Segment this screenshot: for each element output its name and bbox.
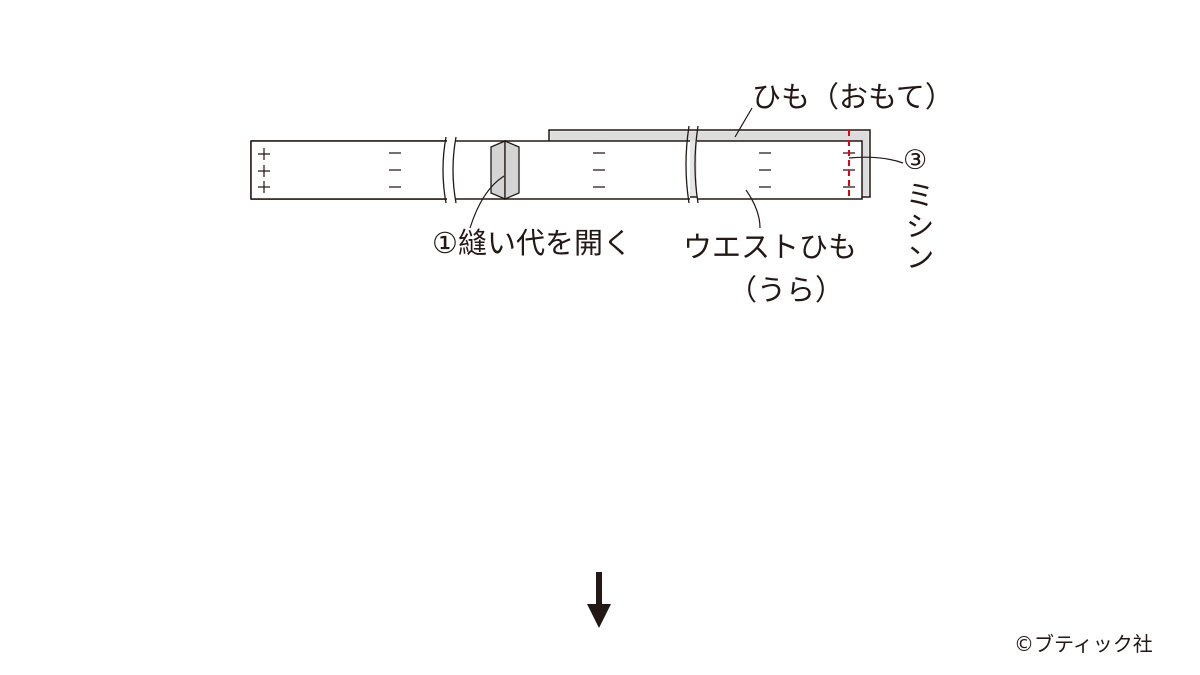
step3-number: ③ [903,145,928,176]
leader-lines [469,107,904,229]
copyright: ©ブティック社 [1014,632,1153,656]
step1-label: ①縫い代を開く [432,226,632,260]
sewing-label: ミシン [901,180,935,273]
break-marks [442,125,699,204]
opened-seam-allowance [490,140,520,200]
down-arrow-icon [587,572,611,628]
waist-himo-strip [250,140,863,200]
waist-himo-label: ウエストひも [683,230,858,264]
himo-front-label: ひも（おもて） [752,80,954,114]
ura-label: （うら） [728,273,845,307]
